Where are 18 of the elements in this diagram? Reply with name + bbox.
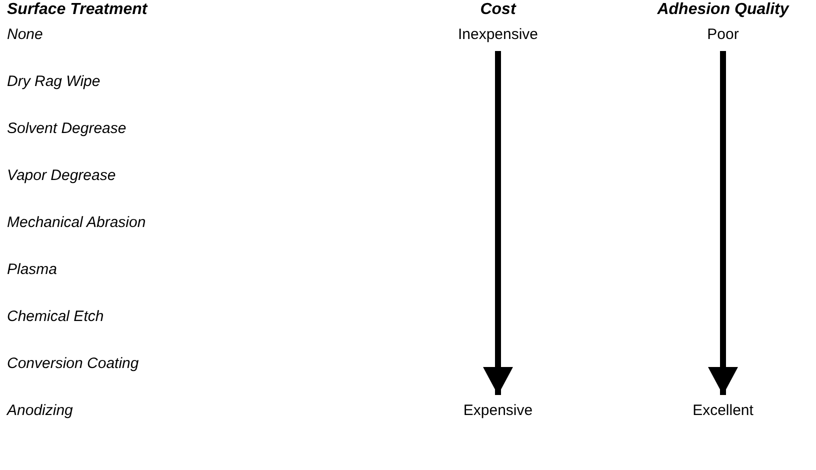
scale-label: Inexpensive	[454, 19, 542, 51]
treatment-label: Anodizing	[7, 402, 73, 420]
treatment-label: Dry Rag Wipe	[7, 73, 100, 91]
scale-label: Excellent	[688, 395, 758, 427]
treatment-label: Mechanical Abrasion	[7, 214, 146, 232]
treatment-label: Solvent Degrease	[7, 120, 126, 138]
scale-label: Poor	[703, 19, 743, 51]
treatment-label: Conversion Coating	[7, 355, 139, 373]
column-header: Surface Treatment	[7, 1, 148, 19]
treatment-label: Chemical Etch	[7, 308, 104, 326]
arrow	[483, 51, 513, 395]
arrow	[708, 51, 738, 395]
treatment-label: Vapor Degrease	[7, 167, 116, 185]
treatment-label: None	[7, 26, 43, 44]
scale-label: Expensive	[459, 395, 537, 427]
treatment-label: Plasma	[7, 261, 58, 279]
column-header: Cost	[480, 1, 516, 19]
column-header: Adhesion Quality	[657, 1, 789, 19]
